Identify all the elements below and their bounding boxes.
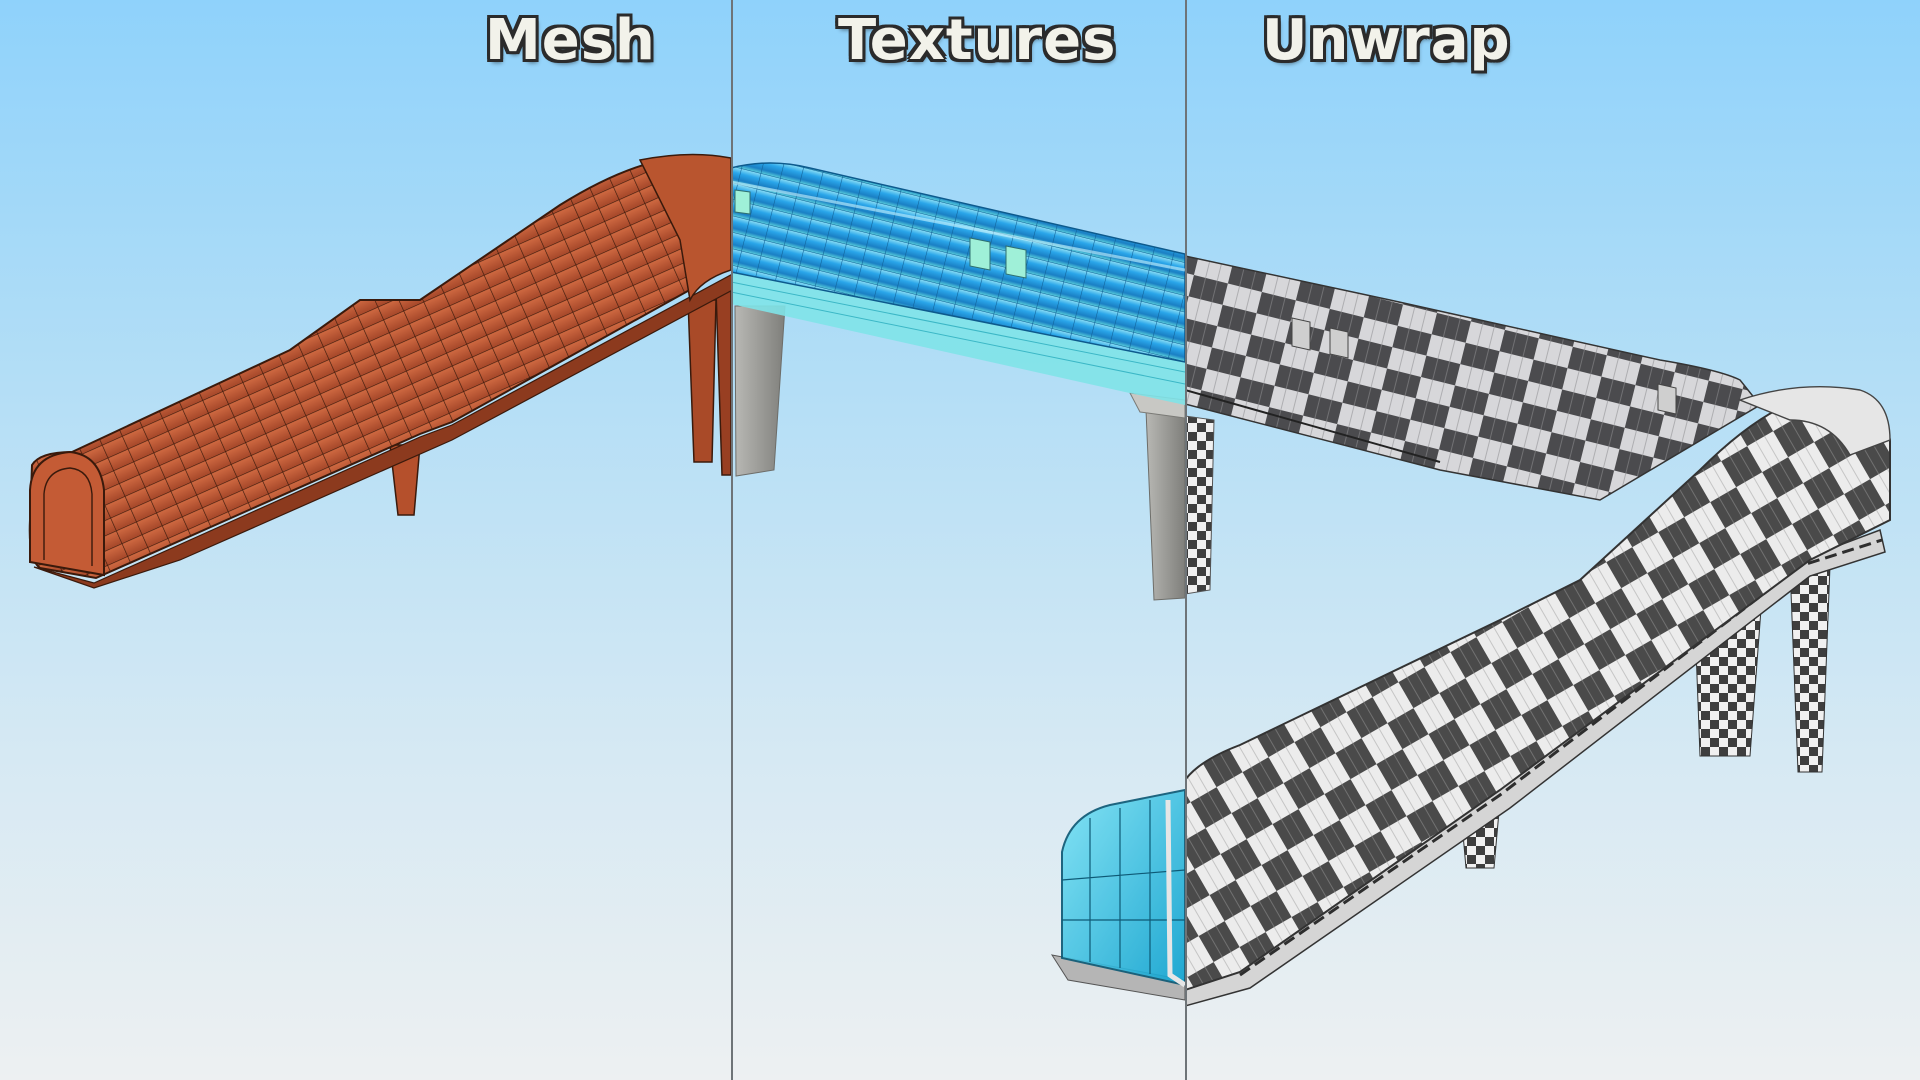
mesh-entrance-arch [29,450,105,577]
unwrap-panel [1185,255,1891,1007]
label-unwrap: Unwrap [1262,8,1511,73]
mesh-tube [28,154,731,580]
label-mesh: Mesh [485,8,656,73]
unwrap-upper-tube [1185,255,1762,501]
textures-pillar-left [734,305,786,477]
textures-pillar-right [1145,409,1185,601]
label-textures: Textures [838,8,1117,73]
unwrap-pillar-back-a [1789,565,1831,773]
glass-entrance [1050,788,1187,1001]
panel-divider-left [731,0,733,1080]
unwrap-pillar-left [1185,415,1215,595]
textures-panel [731,162,1185,601]
textures-vents [734,189,1027,279]
mesh-pillar-right-b [715,287,731,476]
mesh-pillar-right-a [687,299,717,463]
mesh-floor [33,274,731,589]
mesh-corner [638,153,731,303]
textures-glass-tube [731,162,1185,363]
mesh-panel [28,153,731,589]
panel-divider-right [1185,0,1187,1080]
